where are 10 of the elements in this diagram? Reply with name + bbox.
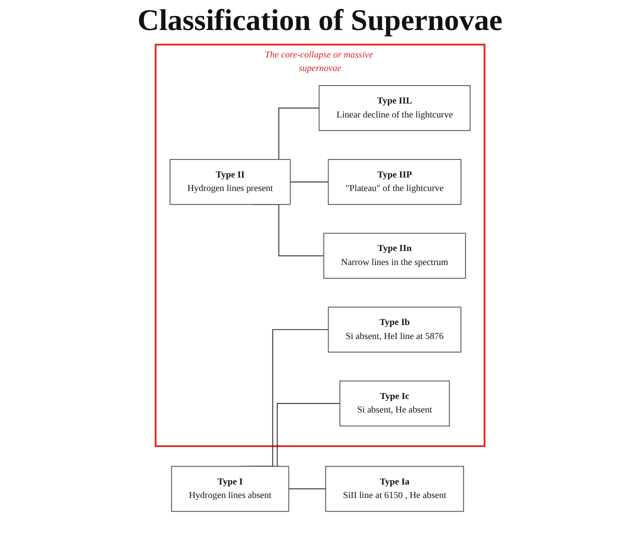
node-box: Type Ic Si absent, He absent — [339, 380, 450, 426]
node-box: Type IIP "Plateau" of the lightcurve — [328, 159, 462, 205]
node-box: Type IIL Linear decline of the lightcurve — [318, 85, 470, 132]
node-box: Type Ib Si absent, HeI line at 5876 — [328, 306, 462, 353]
node-box: Type I Hydrogen lines absent — [171, 466, 290, 512]
node-box: Type II Hydrogen lines present — [170, 159, 291, 205]
connector — [288, 488, 326, 490]
node-box: Type Ia SiII line at 6150 , He absent — [325, 466, 464, 512]
node-box: Type IIn Narrow lines in the spectrum — [323, 232, 466, 279]
title: Classification of Supernovae — [136, 4, 504, 38]
